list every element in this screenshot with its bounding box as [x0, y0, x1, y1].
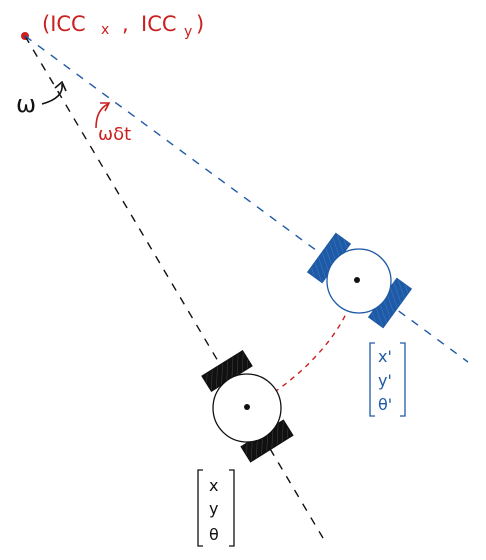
- pose-start-right-bracket: [229, 469, 235, 547]
- pose-start-theta: θ: [209, 525, 219, 544]
- omega-dt-arrowhead: [100, 102, 111, 112]
- radius-line-end: [24, 35, 469, 363]
- omega-angle-arc: [41, 83, 63, 105]
- pose-end-y: y': [378, 371, 392, 390]
- icc-label-y-subscript: y: [184, 24, 192, 40]
- robot-end: [306, 232, 413, 329]
- icc-label-comma: ,: [122, 12, 129, 36]
- pose-end-x: x': [378, 347, 392, 366]
- radius-line-start: [24, 35, 324, 539]
- omega-arrowhead: [54, 80, 67, 92]
- pose-start-x: x: [209, 476, 218, 495]
- pose-vector-end: [369, 342, 406, 417]
- icc-label-y: ICC: [141, 12, 177, 36]
- pose-end-theta: θ': [378, 395, 392, 414]
- pose-end-right-bracket: [400, 342, 406, 417]
- omega-dt-angle-arc: [95, 103, 109, 129]
- icc-label-x-subscript: x: [101, 22, 109, 38]
- pose-start-left-bracket: [197, 469, 203, 547]
- icc-label-x: (ICC: [42, 12, 86, 36]
- robot-end-center: [354, 277, 360, 283]
- robot-start-center: [244, 404, 250, 410]
- icc-label: (ICC x , ICC y ): [42, 12, 204, 40]
- robot-start: [201, 349, 294, 463]
- omega-label: ω: [16, 90, 36, 118]
- pose-vector-start: [197, 469, 235, 547]
- omega-dt-label: ωδt: [98, 124, 131, 145]
- icc-label-close: ): [196, 12, 204, 36]
- pose-end-left-bracket: [369, 342, 375, 417]
- pose-start-y: y: [209, 499, 218, 518]
